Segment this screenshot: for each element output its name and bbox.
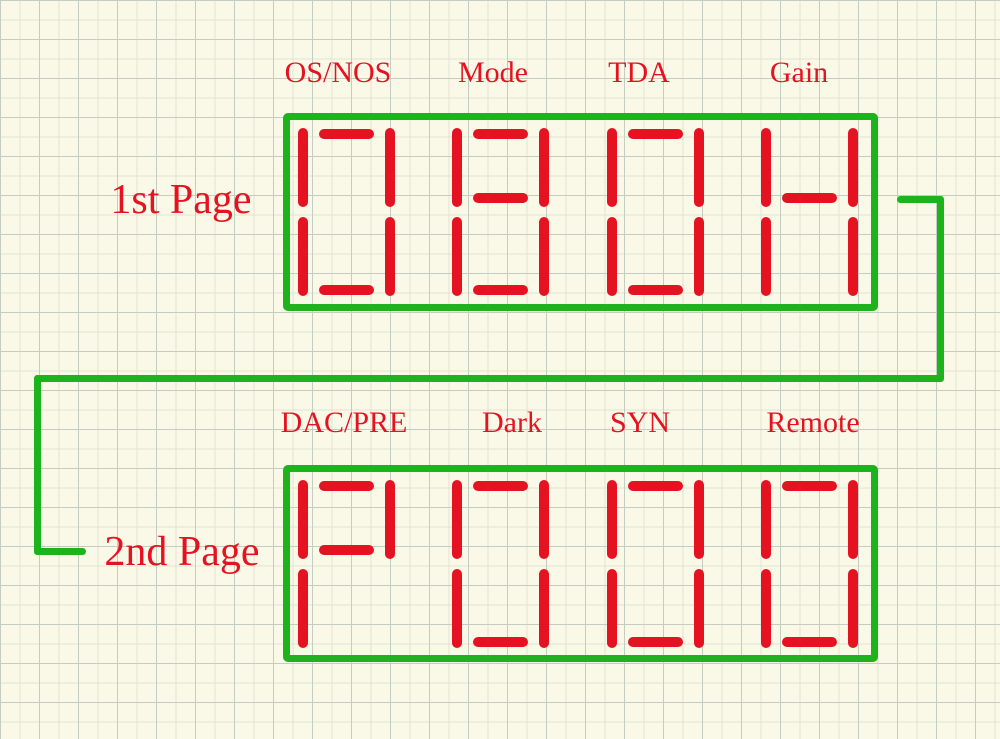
segment-G [782,193,837,203]
segment-F [452,128,462,207]
connector-line [937,196,944,382]
segment-F [761,128,771,207]
segment-D [473,285,528,295]
segment-B [694,128,704,207]
segment-C [848,217,858,296]
segment-F [761,480,771,559]
segment-A [319,129,374,139]
page2-label-1: Dark [482,406,542,439]
segment-G [473,193,528,203]
segment-E [298,569,308,648]
segment-A [473,129,528,139]
segment-B [539,480,549,559]
segment-E [761,569,771,648]
segment-C [694,217,704,296]
segment-C [539,569,549,648]
segment-F [607,128,617,207]
page2-seven-segment-digit-0 [298,480,395,648]
page2-display-frame [283,465,878,662]
segment-B [848,480,858,559]
page1-label-0: OS/NOS [284,56,392,89]
page2-seven-segment-digit-1 [452,480,549,648]
segment-A [628,481,683,491]
segment-C [385,217,395,296]
page1-label-1: Mode [458,56,528,89]
page2-seven-segment-digit-2 [607,480,704,648]
connector-line [34,548,86,555]
page2-label-0: DAC/PRE [280,406,408,439]
page2-label-2: SYN [609,406,671,439]
segment-C [694,569,704,648]
segment-A [319,481,374,491]
segment-G [319,545,374,555]
connector-line [34,375,41,555]
page1-seven-segment-digit-1 [452,128,549,296]
segment-B [385,128,395,207]
segment-D [473,637,528,647]
page1-seven-segment-digit-0 [298,128,395,296]
page2-title: 2nd Page [104,529,260,575]
page1-label-2: TDA [608,56,670,89]
segment-A [628,129,683,139]
page2-label-3: Remote [766,406,860,439]
segment-E [607,569,617,648]
segment-F [607,480,617,559]
segment-E [452,217,462,296]
segment-F [298,128,308,207]
segment-C [848,569,858,648]
segment-B [848,128,858,207]
segment-A [782,481,837,491]
segment-C [539,217,549,296]
segment-B [385,480,395,559]
page1-seven-segment-digit-3 [761,128,858,296]
segment-E [761,217,771,296]
page1-display-frame [283,113,878,311]
segment-F [298,480,308,559]
segment-E [452,569,462,648]
segment-D [319,285,374,295]
segment-D [628,637,683,647]
page2-seven-segment-digit-3 [761,480,858,648]
page1-title: 1st Page [110,177,252,223]
connector-line [34,375,944,382]
segment-D [782,637,837,647]
segment-D [628,285,683,295]
page1-label-3: Gain [769,56,829,89]
segment-F [452,480,462,559]
segment-B [539,128,549,207]
segment-A [473,481,528,491]
connector-line [897,196,944,203]
segment-B [694,480,704,559]
segment-E [298,217,308,296]
segment-E [607,217,617,296]
page1-seven-segment-digit-2 [607,128,704,296]
